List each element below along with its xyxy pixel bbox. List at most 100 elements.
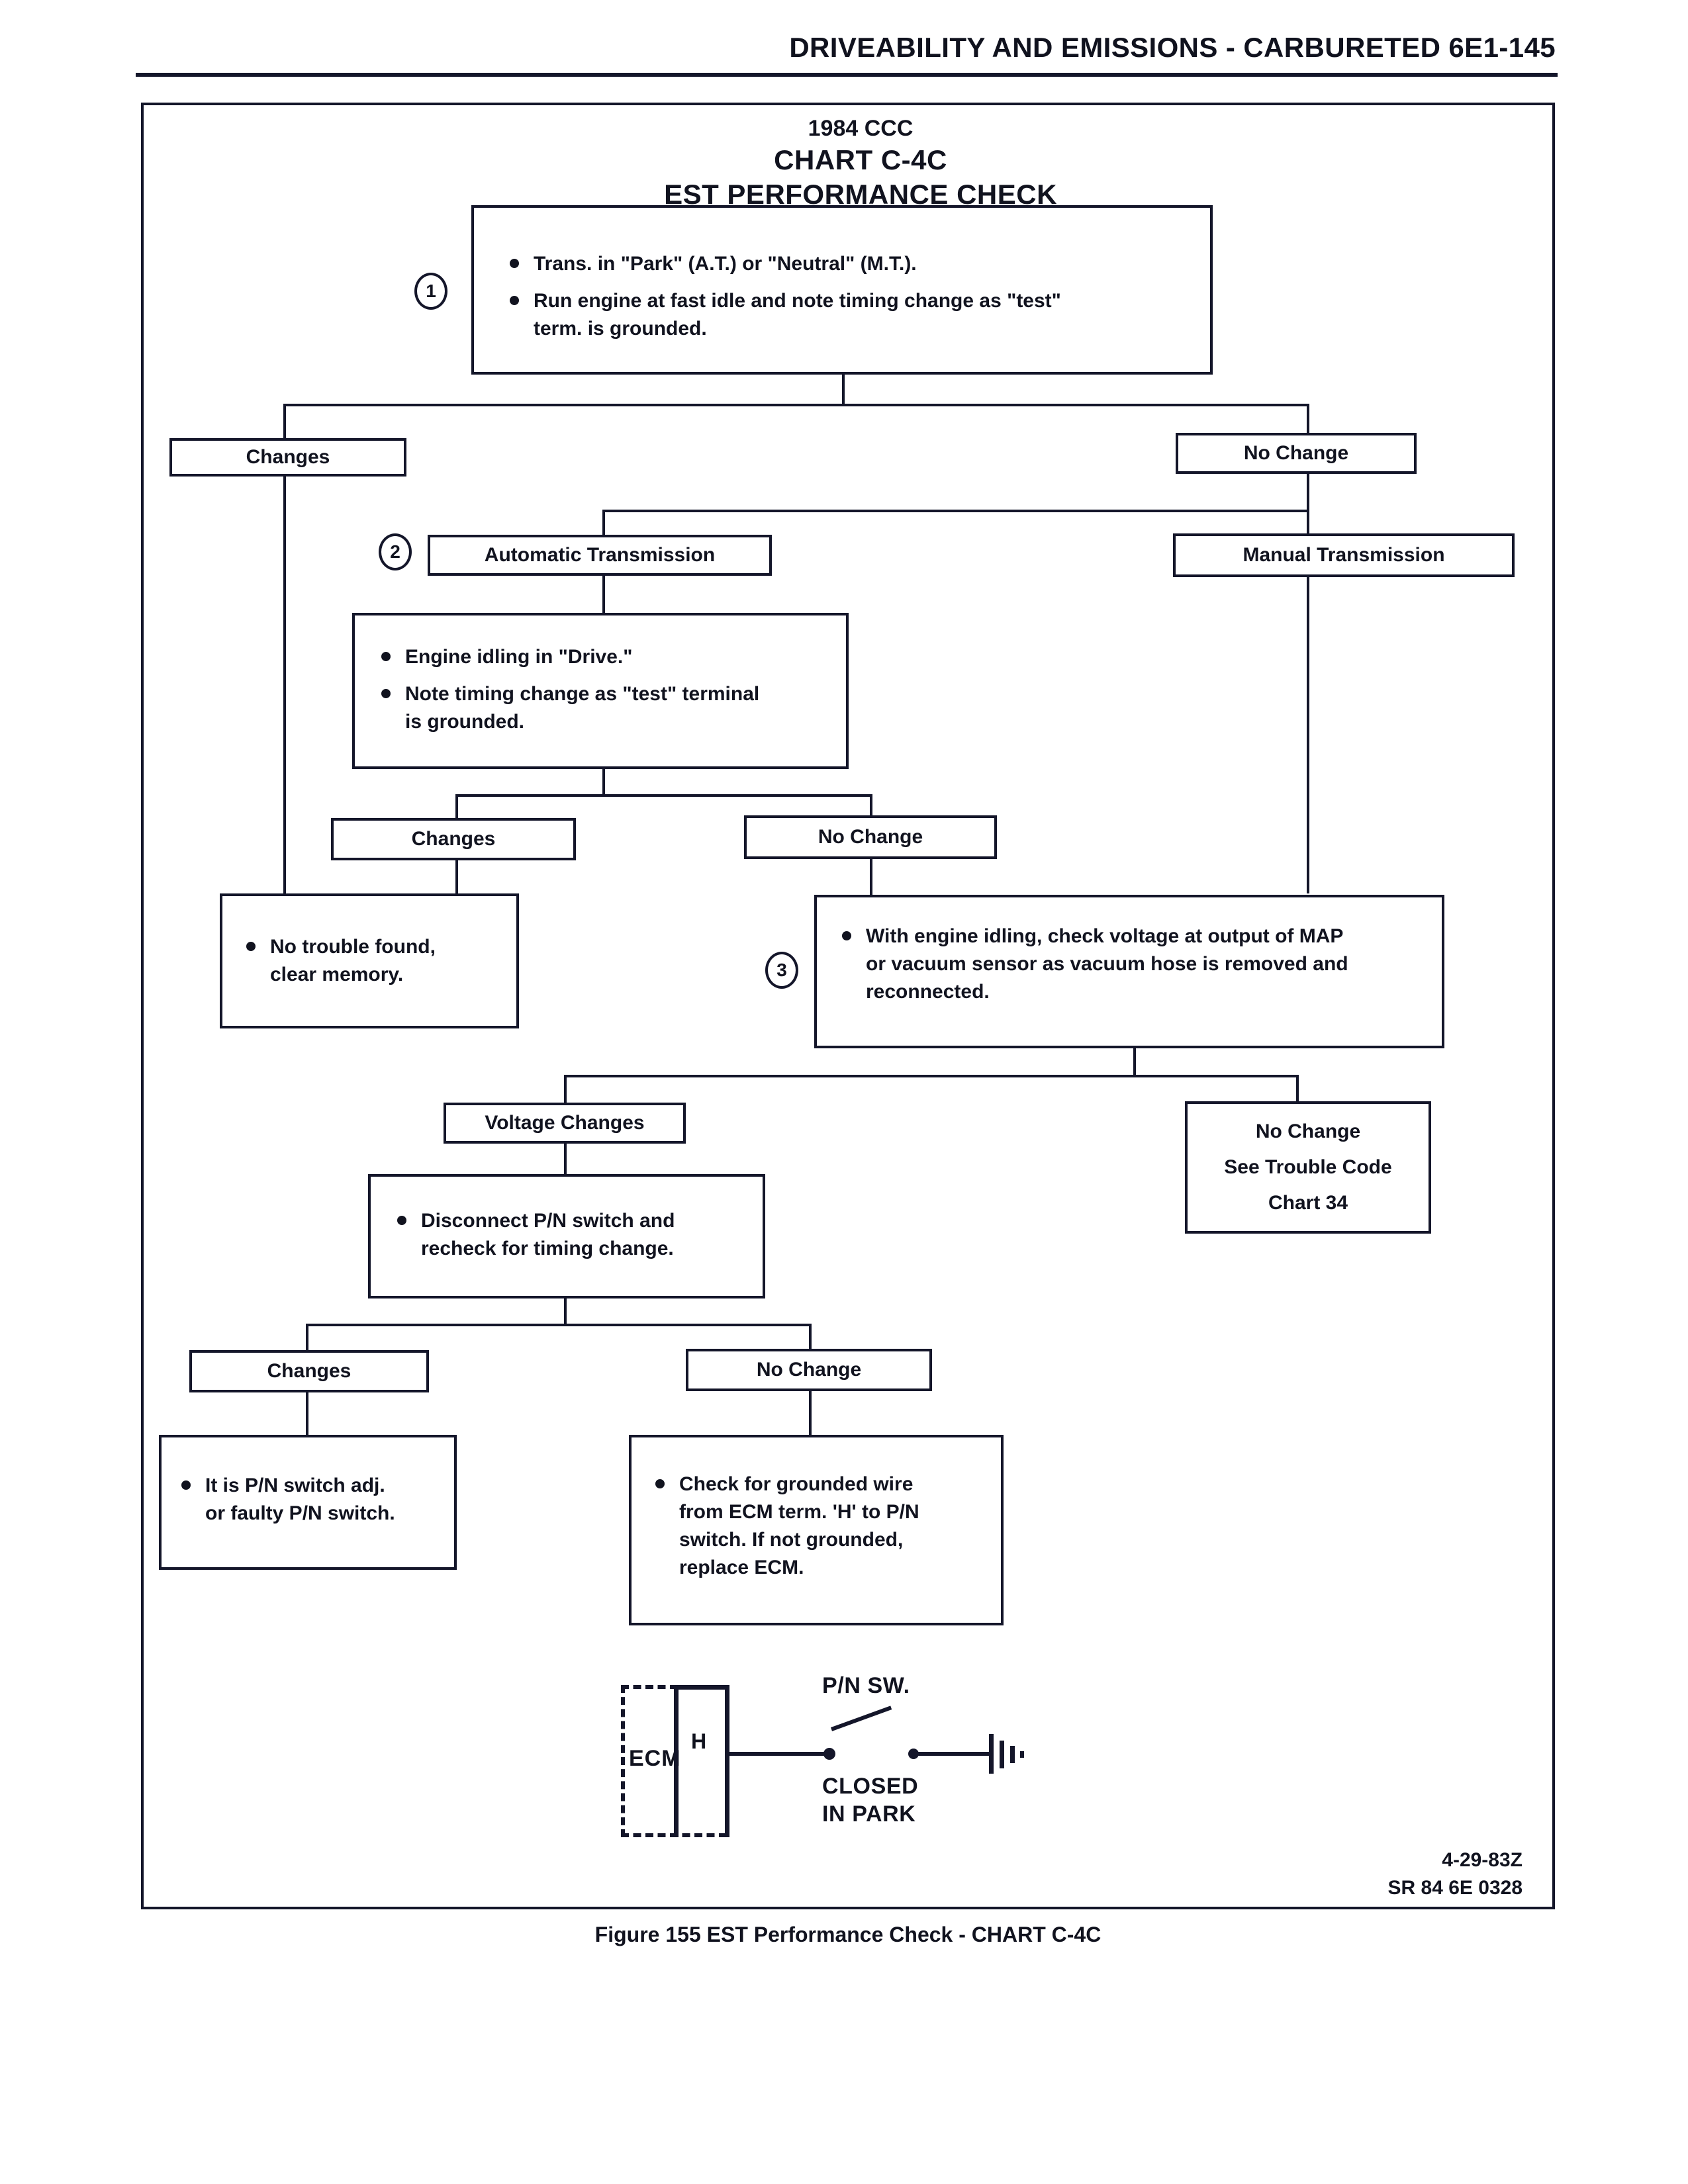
bullet-item: Engine idling in "Drive." (381, 643, 834, 671)
bullet-dot-icon (381, 652, 391, 661)
connector-to-changes1 (283, 404, 286, 443)
bullet-text: Engine idling in "Drive." (405, 646, 633, 668)
node-automatic-transmission: Automatic Transmission (428, 535, 772, 576)
circuit-diagram: ECM H P/N SW. CLOSED IN PARK (609, 1668, 1112, 1866)
bullet-item: It is P/N switch adj. or faulty P/N swit… (181, 1472, 442, 1527)
node-label: Changes (246, 446, 330, 468)
node-check-grounded-wire: Check for grounded wire from ECM term. '… (629, 1435, 1004, 1625)
connector-split-level2 (455, 794, 872, 797)
node-label: Automatic Transmission (484, 544, 716, 566)
connector-nochange2-down (870, 859, 872, 896)
step-marker-2: 2 (379, 533, 412, 570)
ecm-connector-top (674, 1685, 729, 1690)
bullet-item: With engine idling, check voltage at out… (842, 923, 1430, 1006)
connector-to-automatic (602, 510, 605, 539)
node-disconnect-pn-switch: Disconnect P/N switch and recheck for ti… (368, 1174, 765, 1298)
connector-step2-down (602, 768, 605, 797)
bullet-text: Note timing change as "test" terminal is… (405, 683, 760, 733)
connector-changes1-spine (283, 473, 286, 899)
chart-outer-frame (141, 103, 1555, 1909)
bullet-item: Run engine at fast idle and note timing … (510, 287, 1198, 343)
connector-to-manual (1307, 510, 1309, 536)
wire-switch-to-ground (914, 1752, 990, 1756)
ground-symbol-bar-3-icon (1010, 1746, 1015, 1763)
connector-to-nochange1 (1307, 404, 1309, 437)
connector-step3-down (1133, 1047, 1136, 1077)
switch-blade-icon (830, 1706, 892, 1731)
connector-nochange1-down (1307, 471, 1309, 512)
bullet-dot-icon (181, 1480, 191, 1490)
node-voltage-changes: Voltage Changes (444, 1103, 686, 1144)
page-header-title: DRIVEABILITY AND EMISSIONS - CARBURETED … (789, 32, 1556, 63)
bullet-dot-icon (510, 296, 519, 305)
pn-switch-label: P/N SW. (822, 1673, 910, 1698)
step-marker-3: 3 (765, 952, 798, 989)
node-label: No Change (818, 826, 923, 848)
page-header: DRIVEABILITY AND EMISSIONS - CARBURETED … (136, 32, 1556, 64)
bullet-item: Note timing change as "test" terminal is… (381, 680, 834, 736)
bullet-item: Trans. in "Park" (A.T.) or "Neutral" (M.… (510, 250, 1198, 278)
ecm-label: ECM (629, 1746, 681, 1771)
node-changes-level3: Changes (189, 1350, 429, 1392)
bullet-dot-icon (510, 259, 519, 268)
bullet-text: Run engine at fast idle and note timing … (534, 290, 1061, 340)
connector-split-level3 (564, 1075, 1299, 1077)
bullet-dot-icon (655, 1479, 665, 1488)
node-label: Voltage Changes (485, 1112, 645, 1134)
connector-nochange3-down (809, 1388, 812, 1436)
chart-title-number: CHART C-4C (774, 144, 947, 175)
connector-to-changes2 (455, 794, 458, 823)
node-no-change-trouble-code: No Change See Trouble Code Chart 34 (1185, 1101, 1431, 1234)
node-label: No Change See Trouble Code Chart 34 (1224, 1120, 1392, 1214)
connector-split-transmission (602, 510, 1309, 512)
document-code-date: 4-29-83Z (1442, 1849, 1523, 1871)
node-no-change-level3: No Change (686, 1349, 932, 1391)
connector-step1-down (842, 373, 845, 406)
step1-instruction-box: Trans. in "Park" (A.T.) or "Neutral" (M.… (471, 205, 1213, 375)
step2-instruction-box: Engine idling in "Drive." Note timing ch… (352, 613, 849, 769)
node-pn-switch-faulty: It is P/N switch adj. or faulty P/N swit… (159, 1435, 457, 1570)
bullet-text: No trouble found, clear memory. (270, 936, 436, 985)
node-no-trouble-found: No trouble found, clear memory. (220, 893, 519, 1028)
connector-changes2-down (455, 860, 458, 895)
node-label: Manual Transmission (1243, 544, 1445, 566)
bullet-dot-icon (246, 942, 256, 951)
bullet-dot-icon (397, 1216, 406, 1225)
bullet-item: No trouble found, clear memory. (246, 933, 504, 989)
chart-title-name: EST PERFORMANCE CHECK (664, 179, 1057, 210)
connector-disconnect-down (564, 1297, 567, 1326)
switch-pivot-icon (823, 1748, 835, 1760)
node-changes-level2: Changes (331, 818, 576, 860)
connector-to-trouble-code (1296, 1075, 1299, 1104)
bullet-text: With engine idling, check voltage at out… (866, 925, 1348, 1003)
connector-split-level4 (306, 1324, 812, 1326)
document-codes: 4-29-83Z SR 84 6E 0328 (1192, 1846, 1523, 1902)
connector-voltage-changes-down (564, 1138, 567, 1175)
connector-to-voltage-changes (564, 1075, 567, 1107)
node-no-change-level1: No Change (1176, 433, 1417, 474)
step3-instruction-box: With engine idling, check voltage at out… (814, 895, 1444, 1048)
step-marker-1: 1 (414, 273, 447, 310)
bullet-text: Check for grounded wire from ECM term. '… (679, 1473, 919, 1578)
document-code-id: SR 84 6E 0328 (1387, 1877, 1523, 1899)
chart-title-block: 1984 CCC CHART C-4C EST PERFORMANCE CHEC… (397, 114, 1324, 212)
connector-split-level1 (283, 404, 1309, 406)
bullet-text: It is P/N switch adj. or faulty P/N swit… (205, 1475, 395, 1524)
node-no-change-level2: No Change (744, 815, 997, 859)
connector-to-nochange3 (809, 1324, 812, 1353)
node-label: No Change (756, 1359, 862, 1381)
ground-symbol-bar-2-icon (1000, 1741, 1004, 1768)
chart-title-year: 1984 CCC (808, 116, 914, 141)
bullet-item: Check for grounded wire from ECM term. '… (655, 1471, 989, 1582)
node-label: No Change (1243, 442, 1349, 464)
ground-symbol-bar-4-icon (1020, 1751, 1024, 1758)
connector-to-changes3 (306, 1324, 308, 1355)
connector-manual-spine (1307, 577, 1309, 893)
bullet-dot-icon (381, 689, 391, 698)
node-label: Changes (411, 828, 496, 850)
ground-symbol-bar-1-icon (989, 1734, 994, 1774)
bullet-text: Trans. in "Park" (A.T.) or "Neutral" (M.… (534, 253, 917, 275)
node-changes-level1: Changes (169, 438, 406, 477)
pn-switch-state-label: CLOSED IN PARK (822, 1774, 919, 1827)
node-label: Changes (267, 1360, 352, 1382)
